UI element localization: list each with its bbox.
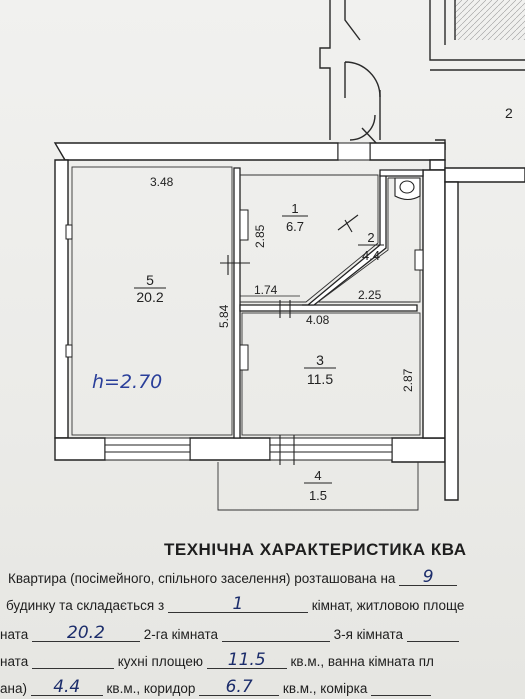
room-1-number: 1	[291, 201, 298, 216]
room-3-area: 11.5	[307, 371, 333, 387]
corridor-label: кв.м., коридор	[106, 681, 196, 696]
rooms-prefix: будинку та складається з	[6, 598, 165, 613]
windows	[104, 142, 393, 461]
room1-label: ната	[0, 627, 29, 642]
interior-walls	[233, 167, 424, 439]
room-4-area: 1.5	[309, 488, 327, 503]
room2-label: 2-га кімната	[143, 627, 219, 642]
storage-label: кв.м., комірка	[282, 681, 368, 696]
corner-number: 2	[505, 105, 513, 121]
room-1-area: 6.7	[286, 219, 304, 234]
form-title: ТЕХНІЧНА ХАРАКТЕРИСТИКА КВА	[164, 540, 467, 559]
form-line-corridor: ана) 4.4 кв.м., коридор 6.7 кв.м., комір…	[0, 679, 432, 696]
room-5-area: 20.2	[136, 289, 163, 305]
neighbouring-structures	[319, 0, 525, 150]
rooms-suffix: кімнат, житловою площе	[311, 598, 465, 613]
dim-room5-width: 5.84	[217, 304, 231, 328]
room-5-number: 5	[146, 272, 154, 288]
room-labels: 5 20.2 1 6.7 2 4.4 3 11.5 4 1.5	[134, 201, 384, 503]
form-line-location: Квартира (посімейного, спільного заселен…	[8, 569, 458, 586]
dim-room2-bottom: 2.25	[358, 288, 382, 302]
bathroom-label: кв.м., ванна кімната пл	[290, 654, 434, 669]
room2-area-value	[221, 641, 330, 642]
room3-label: 3-я кімната	[333, 627, 404, 642]
dim-left-lower: 1.74	[254, 283, 278, 297]
storage-area-value	[371, 695, 432, 696]
room4-area-value	[31, 668, 114, 669]
wall-notches	[65, 209, 424, 371]
room3-area-value	[406, 641, 459, 642]
dim-room1-height: 2.85	[253, 224, 267, 248]
corridor-area-value: 6.7	[199, 679, 280, 696]
room-4-number: 4	[314, 468, 321, 483]
floor-value: 9	[399, 569, 458, 586]
bathroom-area-value: 4.4	[30, 679, 103, 696]
toilet-icon	[394, 177, 421, 201]
room-2-area: 4.4	[362, 248, 380, 263]
dim-top-left: 3.48	[150, 175, 174, 189]
room4-label: ната	[0, 654, 29, 669]
door-marks	[220, 214, 410, 465]
form-line-kitchen: ната кухні площею 11.5 кв.м., ванна кімн…	[0, 652, 434, 669]
exterior-walls	[53, 142, 525, 501]
location-label: Квартира (посімейного, спільного заселен…	[8, 571, 396, 586]
floor-plan: 2	[53, 0, 525, 511]
dim-room3-height: 2.87	[401, 368, 415, 392]
bathroom-tail-label: ана)	[0, 681, 27, 696]
rooms-count-value: 1	[167, 596, 308, 613]
kitchen-label: кухні площею	[117, 654, 203, 669]
room1-area-value: 20.2	[31, 625, 140, 642]
dim-room3-width: 4.08	[306, 313, 330, 327]
dimension-labels: 3.48 2.85 1.74 5.84 4.08 2.25 2.87	[150, 175, 415, 392]
form-line-rooms: будинку та складається з 1 кімнат, житло…	[6, 596, 465, 613]
kitchen-area-value: 11.5	[206, 652, 287, 669]
form-line-room-areas: ната 20.2 2-га кімната 3-я кімната	[0, 625, 459, 642]
room-2-number: 2	[367, 230, 374, 245]
room-3-number: 3	[316, 352, 324, 368]
ceiling-height-note: h=2.70	[92, 371, 162, 393]
